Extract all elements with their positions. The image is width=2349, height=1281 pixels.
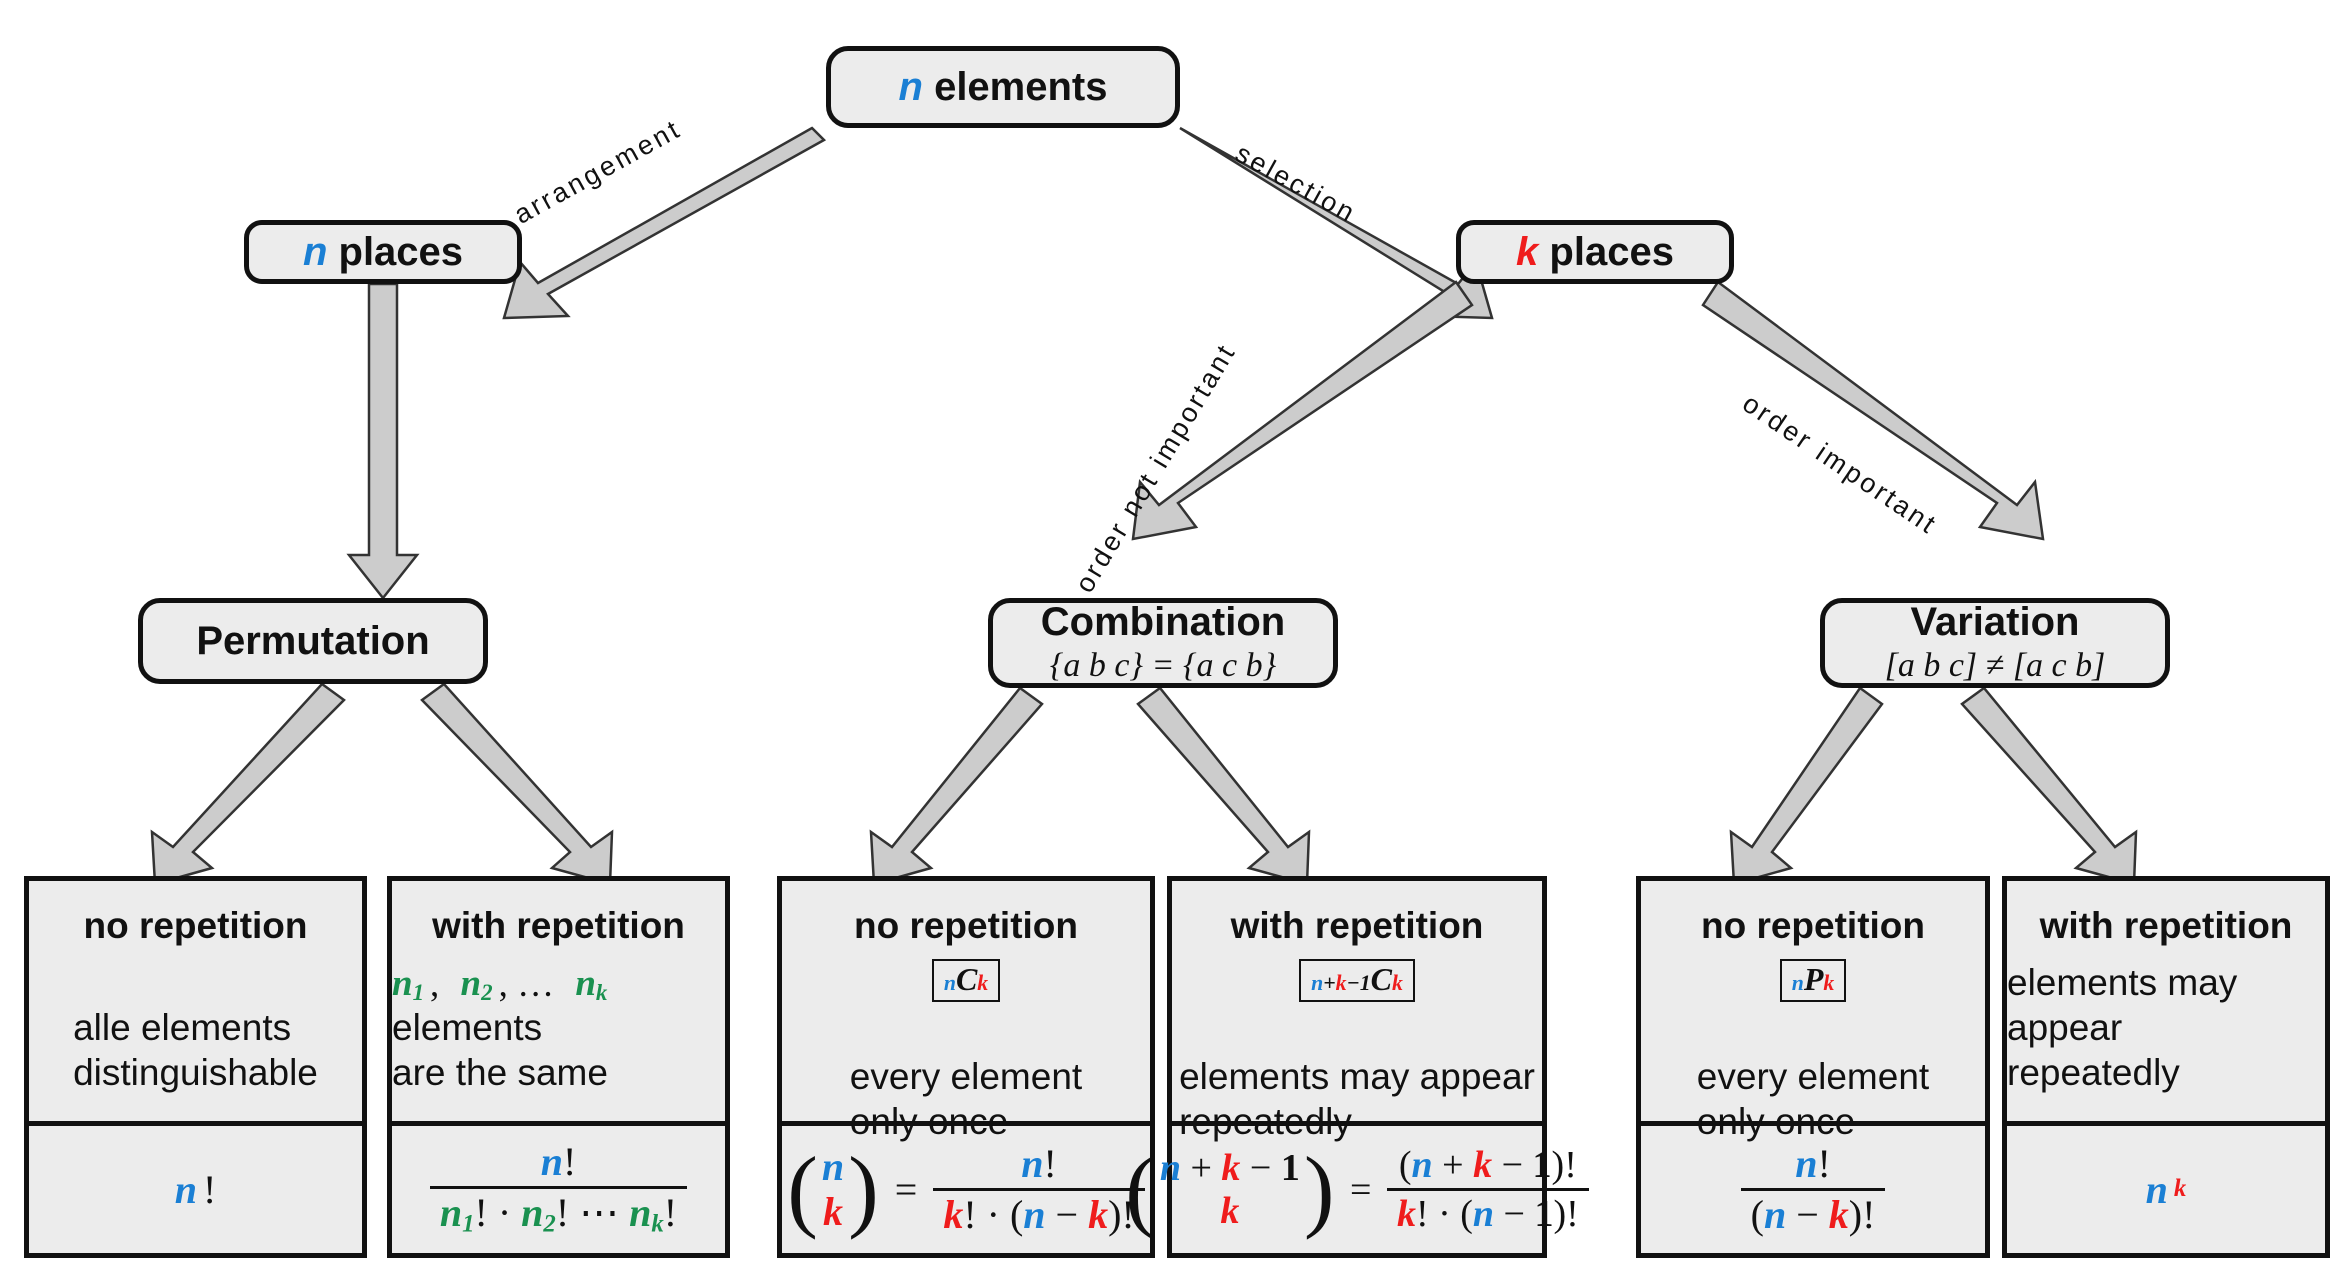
node-k-places[interactable]: k places (1456, 220, 1734, 284)
node-variation-subtitle: [a b c] ≠ [a c b] (1884, 647, 2106, 684)
edge-n-places-to-permutation (346, 282, 420, 601)
leaf-formula-cell: n!(n − k)! (1641, 1126, 1985, 1253)
node-n-elements-title: n elements (898, 65, 1108, 109)
leaf-heading: with repetition (1230, 905, 1484, 946)
node-n-places[interactable]: n places (244, 220, 522, 284)
leaf-box-comb-with-rep[interactable]: with repetition n+k−1Ck elements may appea… (1125, 876, 1589, 1258)
node-n-places-title: n places (302, 230, 464, 274)
leaf-heading: with repetition (432, 905, 685, 946)
leaf-notation-badge: nCk (931, 959, 1001, 1003)
edge-root-to-n-places (502, 126, 827, 320)
edge-permutation-to-perm-no-rep (150, 682, 346, 886)
leaf-heading: no repetition (853, 905, 1079, 946)
edge-combination-to-comb-with-rep (1136, 686, 1311, 886)
edge-label-order-important: order important (1737, 388, 1944, 541)
leaf-notation-badge: nPk (1779, 959, 1847, 1003)
leaf-heading: with repetition (2039, 905, 2293, 946)
leaf-formula-cell: n! (174, 1166, 217, 1212)
node-combination[interactable]: Combination {a b c} = {a c b} (988, 598, 1338, 688)
edge-label-order-not-important: order not important (1069, 337, 1242, 598)
node-permutation[interactable]: Permutation (138, 598, 488, 684)
leaf-upper-cell: with repetition n+k−1Ck elements may appea… (1172, 881, 1542, 1142)
leaf-heading: no repetition (83, 905, 308, 946)
node-n-elements[interactable]: n elements (826, 46, 1180, 128)
edge-variation-to-var-no-rep (1729, 686, 1884, 886)
node-combination-title: Combination (1040, 600, 1286, 644)
node-permutation-title: Permutation (196, 619, 430, 663)
leaf-formula-cell: n!n1! · n2! ⋯ nk! (392, 1126, 725, 1253)
edge-variation-to-var-with-rep (1960, 686, 2138, 886)
leaf-notation-badge: n+k−1Ck (1299, 959, 1415, 1003)
edge-combination-to-comb-no-rep (869, 686, 1044, 886)
edge-label-selection: selection (1230, 138, 1362, 229)
leaf-heading: no repetition (1700, 905, 1926, 946)
edge-label-arrangement: arrangement (509, 113, 687, 230)
node-combination-subtitle: {a b c} = {a c b} (1049, 647, 1277, 684)
node-variation-title: Variation (1910, 600, 2080, 644)
node-variation[interactable]: Variation [a b c] ≠ [a c b] (1820, 598, 2170, 688)
edge-permutation-to-perm-with-rep (420, 682, 614, 886)
node-k-places-title: k places (1516, 230, 1674, 274)
